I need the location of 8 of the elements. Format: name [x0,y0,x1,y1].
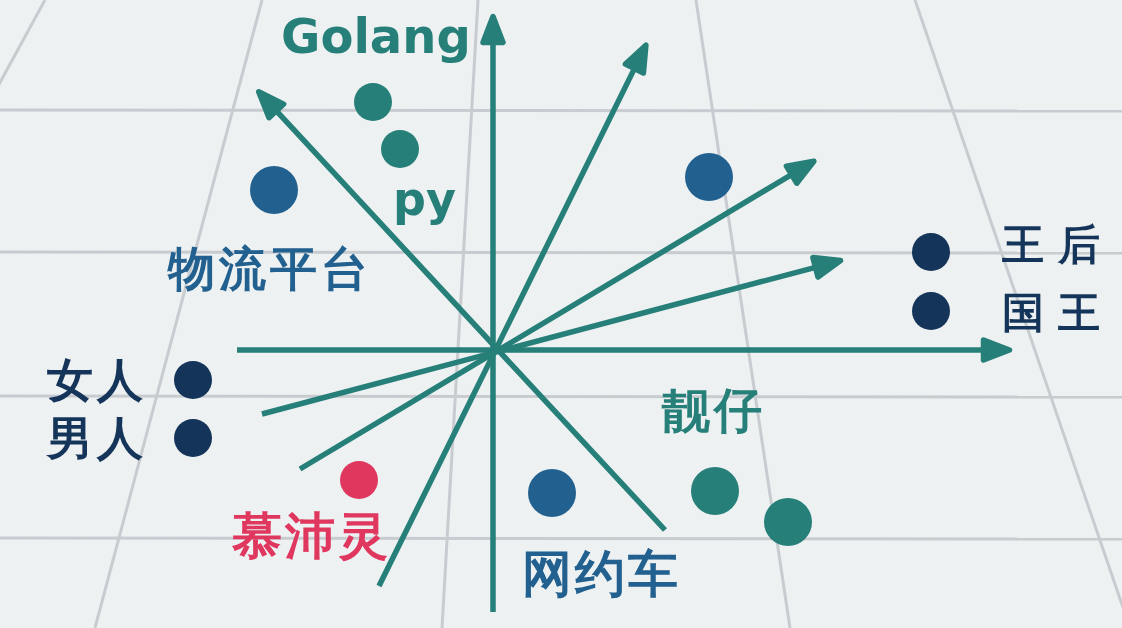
word-label: 物流平台 [168,245,372,292]
word-label: 靓仔 [662,386,766,434]
word-label: 网约车 [522,549,681,599]
word-label: 慕沛灵 [232,511,391,561]
word-label: 女人 [47,357,147,403]
word-label: 王后 [1002,224,1114,266]
word-label: 男人 [47,415,147,461]
word-label: 国王 [1002,292,1114,334]
